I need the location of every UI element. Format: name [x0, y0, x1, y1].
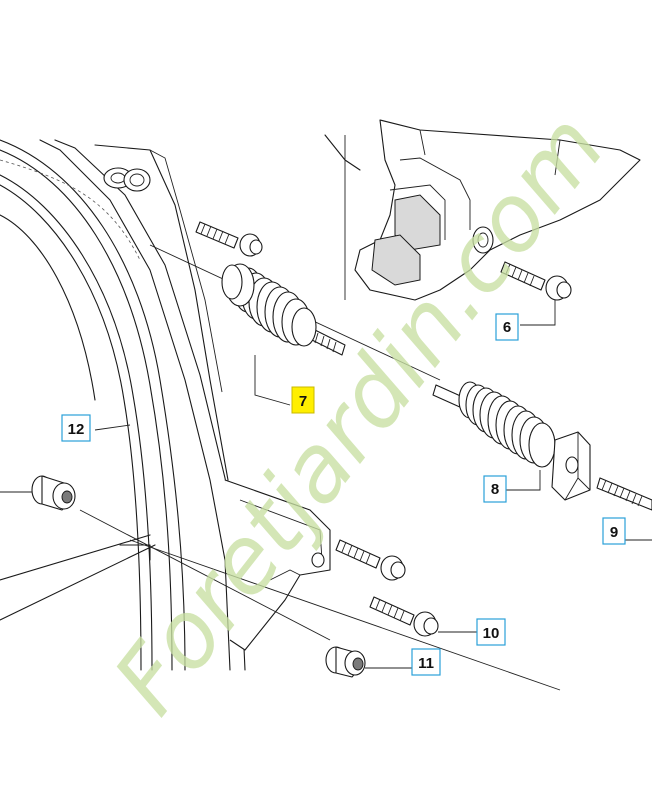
callout-6-label: 6: [503, 319, 511, 336]
handle-frame: [0, 139, 331, 671]
callout-11[interactable]: 11: [411, 648, 441, 676]
callout-12-label: 12: [68, 421, 85, 438]
callout-8-label: 8: [491, 481, 499, 498]
callout-12[interactable]: 12: [61, 414, 91, 442]
callout-8[interactable]: 8: [483, 475, 507, 503]
callout-11-label: 11: [418, 655, 434, 672]
callout-10-label: 10: [483, 625, 500, 642]
part-11-bushing: [325, 646, 419, 678]
part-8-spring-with-plate: [432, 381, 591, 501]
watermark: Foretjardin.com: [93, 94, 625, 733]
callout-10[interactable]: 10: [476, 618, 506, 646]
part-7-spring-damper: [221, 263, 346, 406]
callout-9-label: 9: [610, 524, 618, 541]
bolt-upper-left: [195, 221, 263, 257]
callout-7[interactable]: 7: [291, 386, 315, 414]
callout-9[interactable]: 9: [602, 517, 626, 545]
part-6-bolt: [500, 261, 572, 326]
callout-7-label: 7: [299, 393, 307, 410]
part-10-bolt: [369, 596, 477, 637]
engine-housing: [324, 119, 641, 301]
bolt-middle: [335, 539, 406, 581]
watermark-text: Foretjardin.com: [93, 94, 625, 733]
left-bushing: [0, 424, 131, 511]
callout-6[interactable]: 6: [495, 313, 519, 341]
